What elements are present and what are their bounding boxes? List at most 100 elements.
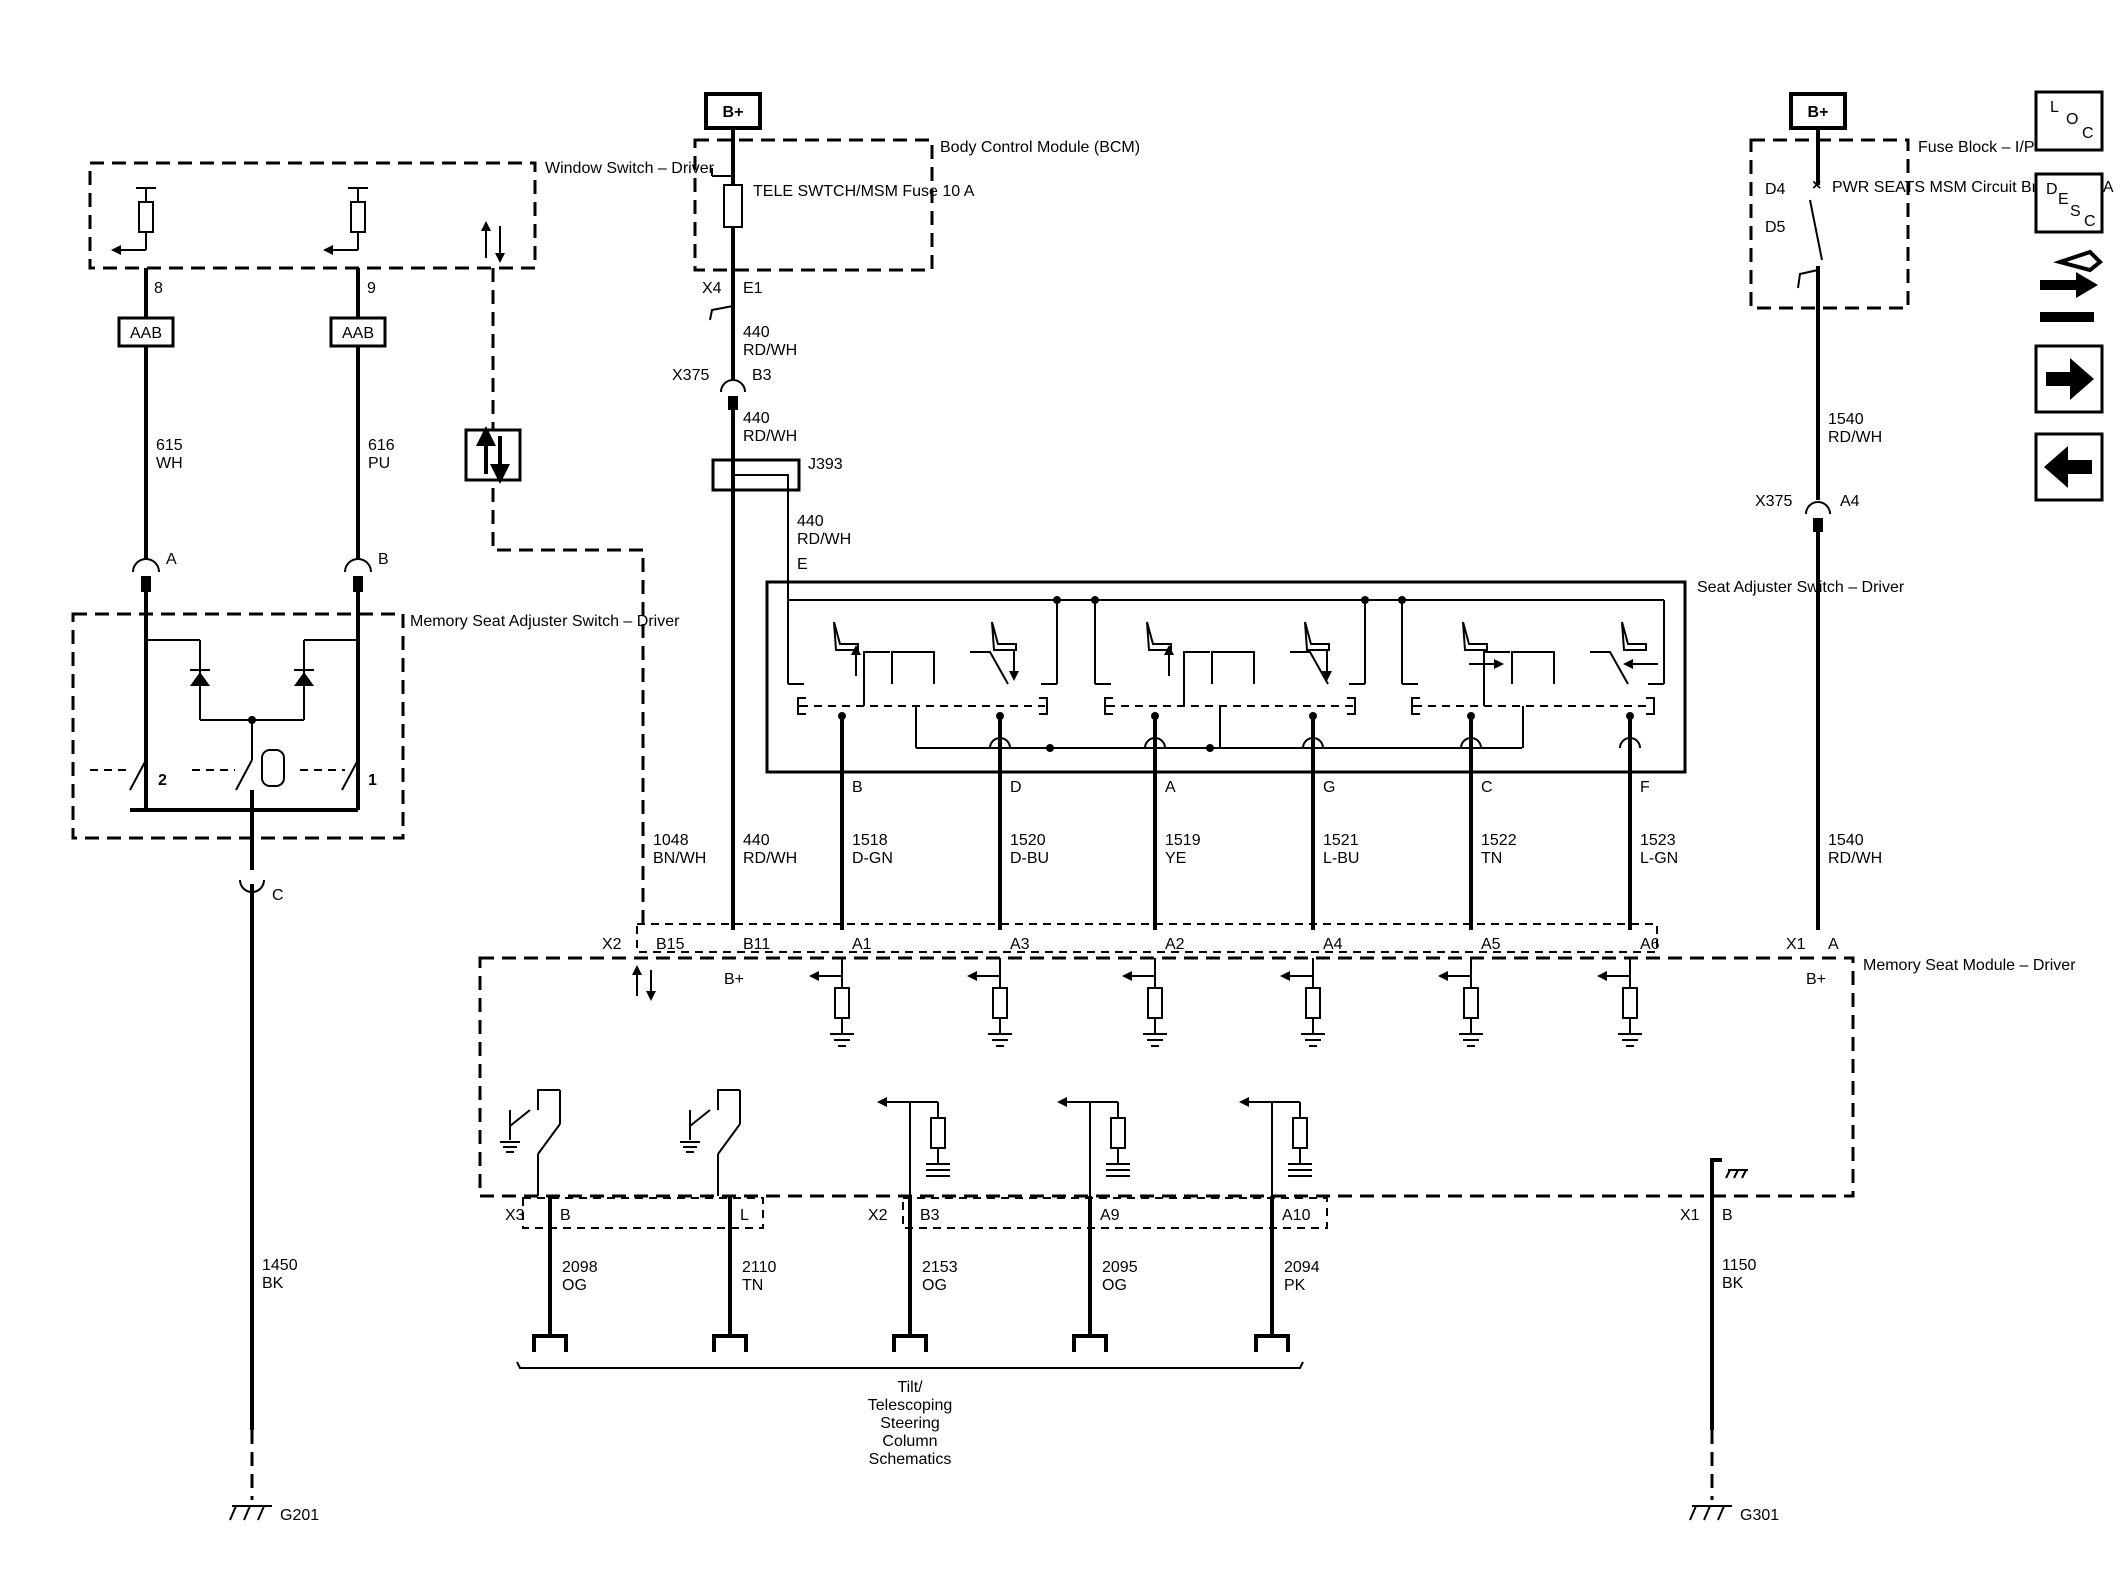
bcm-fuse-label: TELE SWTCH/MSM Fuse 10 A [753, 183, 975, 200]
wire-1150-number: 1150 [1722, 1257, 1757, 1274]
seat-switch-pin-e: E [797, 556, 808, 573]
connector-x375-b3 [720, 379, 746, 393]
signal-pin-label: C [1481, 779, 1493, 796]
wire-1540-number: 1540 [1828, 832, 1864, 849]
module-x3: X3 [505, 1207, 525, 1224]
svg-text:×: × [1812, 177, 1821, 194]
signal-pin-label: F [1640, 779, 1650, 796]
wire-440-color: RD/WH [743, 850, 797, 867]
arrow-left-icon[interactable] [2034, 432, 2104, 502]
terminal-icon [1072, 1334, 1108, 1352]
seat-icon [1462, 621, 1488, 651]
pulldown-resistor [834, 987, 850, 1019]
module-pin-label: A6 [1640, 936, 1660, 953]
wire-615-number: 615 [156, 437, 183, 454]
pin-a-label: A [166, 551, 177, 568]
seat-icon [1304, 621, 1330, 651]
pin-9-label: 9 [367, 280, 376, 297]
memory-seat-module [478, 923, 1855, 1198]
bcm-module [693, 138, 934, 300]
seat-icon [1621, 621, 1647, 651]
signal-circuit-number: 1523 [1640, 832, 1676, 849]
splice-j393-label: J393 [808, 456, 843, 473]
set-button-icon [261, 749, 285, 787]
signal-circuit-number: 1521 [1323, 832, 1359, 849]
arrow-right-icon[interactable] [2034, 344, 2104, 414]
connector-tool-icon[interactable] [2040, 249, 2103, 322]
pulldown-resistor [1147, 987, 1163, 1019]
module-x1-top: X1 [1786, 936, 1806, 953]
x375-left-pin: B3 [752, 367, 772, 384]
memory-seat-module-label: Memory Seat Module – Driver [1863, 957, 2076, 974]
wire-616-number: 616 [368, 437, 395, 454]
module-pin-a9: A9 [1100, 1207, 1120, 1224]
loc-icon[interactable]: LOC [2034, 90, 2104, 152]
pulldown-resistor [1110, 1117, 1126, 1149]
wire-440-color: RD/WH [743, 342, 797, 359]
svg-text:E: E [2058, 191, 2069, 208]
output-circuit-color: OG [922, 1277, 947, 1294]
pin-c-label: C [272, 887, 284, 904]
window-switch: Window Switch – Driver [88, 160, 715, 270]
wire-615-color: WH [156, 455, 183, 472]
signal-circuit-number: 1519 [1165, 832, 1201, 849]
wire-440-number: 440 [743, 832, 770, 849]
seat-icon [991, 621, 1017, 651]
connector-b [344, 558, 372, 573]
terminal-icon [712, 1334, 748, 1352]
wire-616-color: PU [368, 455, 390, 472]
output-circuit-color: PK [1284, 1277, 1306, 1294]
module-pin-b3: B3 [920, 1207, 940, 1224]
output-circuit-number: 2094 [1284, 1259, 1320, 1276]
pulldown-resistor [1463, 987, 1479, 1019]
serial-data-icon [464, 428, 522, 482]
signal-circuit-color: L-BU [1323, 850, 1359, 867]
signal-circuit-color: D-BU [1010, 850, 1049, 867]
seat-adjuster-switch [765, 580, 1687, 774]
x375-left-label: X375 [672, 367, 709, 384]
terminal-icon [1254, 1334, 1290, 1352]
wire-440-number: 440 [797, 513, 824, 530]
module-pin-label: A2 [1165, 936, 1185, 953]
wire-440-color: RD/WH [743, 428, 797, 445]
svg-text:B+: B+ [723, 104, 744, 121]
pulldown-resistor [1292, 1117, 1308, 1149]
connector-a [132, 558, 160, 573]
svg-text:O: O [2066, 111, 2078, 128]
svg-text:L: L [2050, 99, 2059, 116]
wire-1540-color: RD/WH [1828, 429, 1882, 446]
seat-switch-label: Seat Adjuster Switch – Driver [1697, 579, 1905, 596]
wire-1540-color: RD/WH [1828, 850, 1882, 867]
ground-g301-label: G301 [1740, 1507, 1779, 1524]
output-circuit-number: 2098 [562, 1259, 598, 1276]
fuse-pin-d5: D5 [1765, 219, 1786, 236]
module-pin-label: A5 [1481, 936, 1501, 953]
wire-440-number: 440 [743, 410, 770, 427]
module-pin-label: A1 [852, 936, 872, 953]
output-circuit-color: OG [562, 1277, 587, 1294]
connector-x375-a4 [1805, 501, 1831, 515]
ground-g201-icon [229, 1505, 272, 1521]
fuse-block-label: Fuse Block – I/P [1918, 139, 2035, 156]
aab-splice-2: AAB [329, 316, 387, 348]
module-pin-a10: A10 [1282, 1207, 1311, 1224]
svg-text:AAB: AAB [130, 325, 162, 342]
wire-440-color: RD/WH [797, 531, 851, 548]
aab-splice-1: AAB [117, 316, 175, 348]
module-x2-bottom: X2 [868, 1207, 888, 1224]
svg-text:AAB: AAB [342, 325, 374, 342]
output-circuit-color: TN [742, 1277, 763, 1294]
signal-circuit-number: 1522 [1481, 832, 1517, 849]
tilt-bracket [516, 1361, 1304, 1369]
x375-right-pin: A4 [1840, 493, 1860, 510]
module-bplus-b11: B+ [724, 971, 744, 988]
pulldown-resistor [1305, 987, 1321, 1019]
output-circuit-number: 2110 [742, 1259, 777, 1276]
module-pin-b11: B11 [743, 936, 770, 953]
bcm-connector-x4: X4 [702, 280, 722, 297]
signal-circuit-number: 1520 [1010, 832, 1046, 849]
pulldown-resistor [930, 1117, 946, 1149]
terminal-icon [892, 1334, 928, 1352]
